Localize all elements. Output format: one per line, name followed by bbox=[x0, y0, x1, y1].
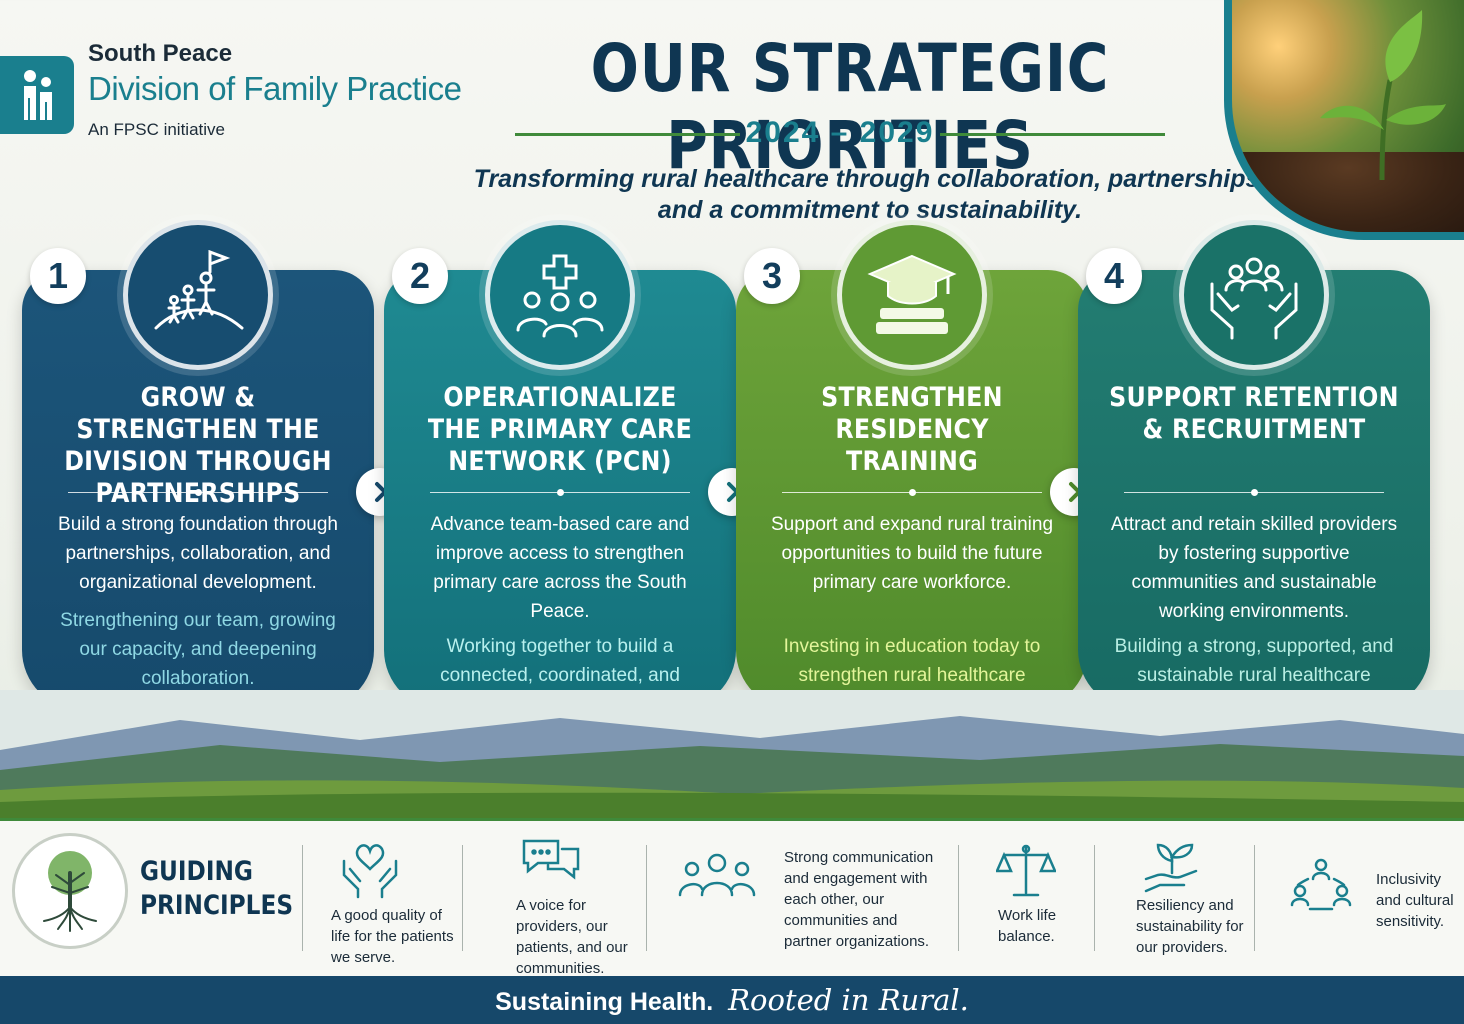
priority-card-2: 2 OPERATIONALIZE THE PRIMARY CARE NETWOR… bbox=[384, 220, 736, 715]
care-team-cross-icon bbox=[485, 220, 635, 370]
priority-card-1: 1 GROW & STRENGTHEN THE DIVISION THROUGH… bbox=[22, 220, 374, 710]
principle-text: A good quality of life for the patients … bbox=[331, 907, 454, 966]
separator bbox=[646, 845, 647, 951]
guiding-principles-title: GUIDING PRINCIPLES bbox=[140, 855, 293, 923]
tree-roots-icon bbox=[12, 833, 128, 949]
priority-description: Advance team-based care and improve acce… bbox=[430, 514, 690, 622]
graduation-cap-books-icon bbox=[837, 220, 987, 370]
summit-flag-people-icon bbox=[123, 220, 273, 370]
speech-bubbles-icon bbox=[522, 839, 580, 880]
divider-left bbox=[515, 133, 740, 136]
card-divider bbox=[782, 489, 1042, 496]
priority-note: Strengthening our team, growing our capa… bbox=[60, 610, 336, 689]
sprout-hand-icon bbox=[1144, 843, 1198, 893]
priority-title: STRENGTHEN RESIDENCY TRAINING bbox=[821, 382, 1003, 477]
card-divider bbox=[1124, 489, 1384, 496]
years-row: 2024 – 2029 bbox=[515, 116, 1165, 152]
balance-scale-icon bbox=[996, 844, 1056, 897]
principle-text: Inclusivity and cultural sensitivity. bbox=[1376, 871, 1454, 930]
priority-description: Support and expand rural training opport… bbox=[770, 514, 1054, 593]
sprout-photo bbox=[1224, 0, 1464, 240]
footer-slogan-part2: Rooted in Rural. bbox=[728, 983, 969, 1017]
title-line2: PRINCIPLES bbox=[140, 890, 294, 921]
org-subtitle: An FPSC initiative bbox=[88, 120, 225, 139]
priority-description: Attract and retain skilled providers by … bbox=[1110, 514, 1398, 622]
separator bbox=[462, 845, 463, 951]
connected-people-icon bbox=[1290, 858, 1352, 911]
separator bbox=[1254, 845, 1255, 951]
priority-title: OPERATIONALIZE THE PRIMARY CARE NETWORK … bbox=[427, 382, 693, 477]
priority-title: GROW & STRENGTHEN THE DIVISION THROUGH P… bbox=[64, 382, 332, 509]
footer-banner: Sustaining Health. Rooted in Rural. bbox=[0, 976, 1464, 1024]
priority-number: 4 bbox=[1086, 248, 1142, 304]
family-logo-icon bbox=[0, 56, 74, 134]
priority-card-4: 4 SUPPORT RETENTION & RECRUITMENT Attrac… bbox=[1078, 220, 1430, 715]
principle-text: A voice for providers, our patients, and… bbox=[516, 897, 628, 977]
separator bbox=[1094, 845, 1095, 951]
priority-card-3: 3 STRENGTHEN RESIDENCY TRAINING Support … bbox=[736, 220, 1088, 715]
guiding-principles-bar: GUIDING PRINCIPLES A good quality of lif… bbox=[0, 818, 1464, 977]
priority-title: SUPPORT RETENTION & RECRUITMENT bbox=[1109, 382, 1399, 445]
separator bbox=[302, 845, 303, 951]
footer-slogan-part1: Sustaining Health. bbox=[495, 988, 714, 1016]
principle-text: Work life balance. bbox=[998, 907, 1057, 945]
divider-right bbox=[940, 133, 1165, 136]
group-people-icon bbox=[678, 853, 756, 897]
priority-description: Build a strong foundation through partne… bbox=[58, 514, 338, 593]
org-name-line1: South Peace bbox=[88, 40, 233, 67]
title-line1: GUIDING bbox=[140, 856, 253, 887]
priority-number: 3 bbox=[744, 248, 800, 304]
separator bbox=[958, 845, 959, 951]
landscape-illustration bbox=[0, 690, 1464, 820]
soil bbox=[1232, 152, 1464, 232]
principle-text: Resiliency and sustainability for our pr… bbox=[1136, 897, 1244, 956]
year-range: 2024 – 2029 bbox=[745, 116, 935, 149]
organization-logo: South Peace Division of Family Practice … bbox=[0, 40, 470, 150]
page-title: OUR STRATEGIC PRIORITIES bbox=[590, 30, 1110, 184]
hands-holding-people-icon bbox=[1179, 220, 1329, 370]
card-divider bbox=[430, 489, 690, 496]
principle-text: Strong communication and engagement with… bbox=[784, 849, 934, 950]
heart-hands-icon bbox=[342, 844, 398, 899]
card-divider bbox=[68, 489, 328, 496]
priority-number: 2 bbox=[392, 248, 448, 304]
priority-number: 1 bbox=[30, 248, 86, 304]
tagline: Transforming rural healthcare through co… bbox=[473, 165, 1267, 224]
org-name-line2: Division of Family Practice bbox=[88, 70, 462, 107]
